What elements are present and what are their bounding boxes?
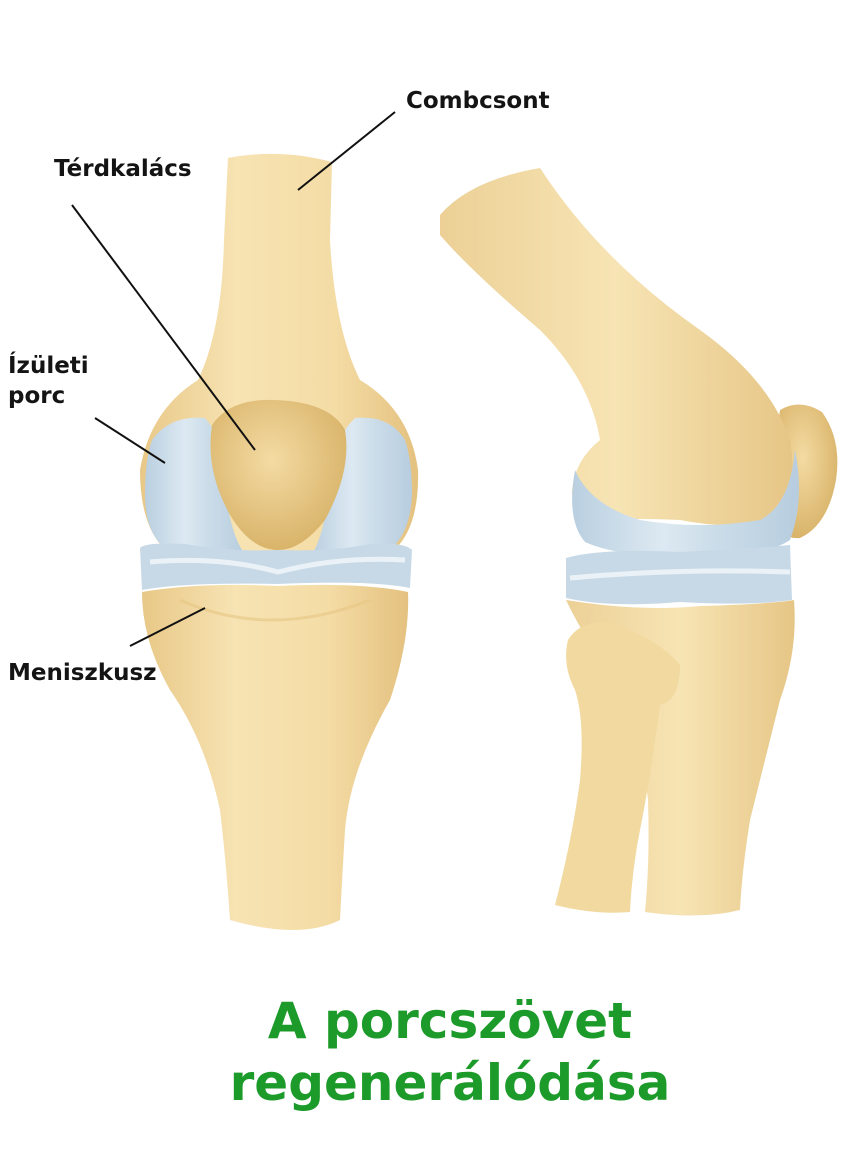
title-line2: regenerálódása [229,1054,671,1112]
meniscus-front [140,543,412,590]
leader-cartilage [94,417,166,464]
leader-lines [71,111,396,647]
page-title: A porcszövet regenerálódása [200,990,700,1114]
cartilage-side [572,450,799,556]
front-knee [140,153,419,930]
side-knee [440,168,838,916]
label-femur: Combcsont [406,88,550,114]
label-cartilage-line1: Ízületi [8,353,89,379]
leader-femur [297,111,396,191]
title-line1: A porcszövet [267,992,633,1050]
leader-patella [71,204,256,451]
tibia-front [142,584,409,930]
label-meniscus: Meniszkusz [8,660,157,686]
leader-meniscus [129,607,206,647]
fibula-side [555,621,680,913]
label-patella: Térdkalács [54,156,192,182]
label-cartilage-line2: porc [8,383,66,409]
femur-side [440,168,793,525]
label-cartilage: Ízületi porc [8,351,89,411]
meniscus-side [566,545,792,605]
